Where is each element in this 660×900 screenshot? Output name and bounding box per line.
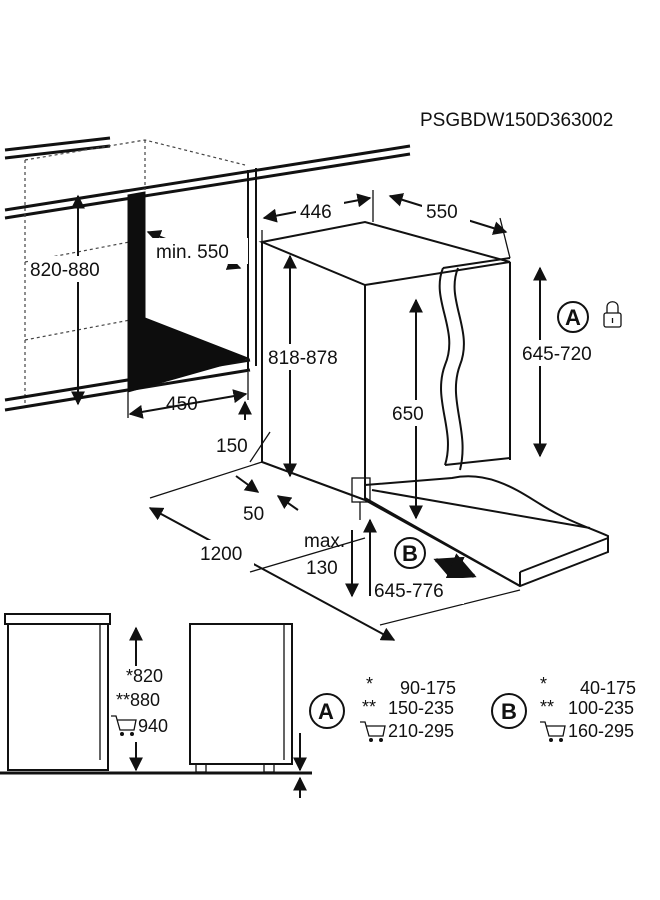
model-code: PSGBDW150D363002 <box>420 110 613 131</box>
table-b-value-3: 160-295 <box>568 721 634 741</box>
marker-a-icon <box>557 301 589 333</box>
dim-50-arrow <box>235 475 260 493</box>
side-height-3: 940 <box>138 716 168 736</box>
inner-height-label: 650 <box>392 404 424 425</box>
table-b-marker: B <box>501 699 517 724</box>
marker-a-label: A <box>565 305 581 330</box>
table-a-mark-2: ** <box>362 697 376 717</box>
table-a-icon <box>309 693 345 729</box>
floor-depth-arrow <box>148 507 396 641</box>
table-a-value-1: 90-175 <box>400 678 456 698</box>
door-open-label: 645-776 <box>374 581 444 602</box>
side-height-1: *820 <box>126 666 163 686</box>
dim-50-label: 50 <box>243 504 264 525</box>
min-depth-label: min. 550 <box>156 242 229 263</box>
marker-b-label: B <box>402 541 418 566</box>
table-b-mark-2: ** <box>540 697 554 717</box>
table-a-marker: A <box>318 699 334 724</box>
max-label: max. <box>304 531 345 552</box>
appliance-depth-label: 550 <box>426 202 458 223</box>
table-a-value-3: 210-295 <box>388 721 454 741</box>
dim-150-label: 150 <box>216 436 248 457</box>
side-height-2: **880 <box>116 690 160 710</box>
table-b-value-2: 100-235 <box>568 698 634 718</box>
appliance-height-label: 818-878 <box>268 348 338 369</box>
table-b-icon <box>491 693 527 729</box>
appliance-width-label: 446 <box>300 202 332 223</box>
door-height-label: 645-720 <box>522 344 592 365</box>
cart-icon <box>360 721 386 742</box>
cart-icon <box>540 721 566 742</box>
marker-b-icon <box>394 537 426 569</box>
max-value: 130 <box>306 558 338 579</box>
table-b-mark-1: * <box>540 674 547 694</box>
double-arrow-icon <box>433 553 477 583</box>
side-view-left <box>4 613 111 771</box>
floor-depth-label: 1200 <box>200 544 242 565</box>
cart-icon <box>111 715 137 736</box>
side-view-right <box>0 623 312 775</box>
table-a-value-2: 150-235 <box>388 698 454 718</box>
niche-width-label: 450 <box>166 394 198 415</box>
niche-height-label: 820-880 <box>30 260 100 281</box>
lock-icon <box>603 301 622 328</box>
table-a-mark-1: * <box>366 674 373 694</box>
niche-width-arrow <box>128 389 248 419</box>
table-b-value-1: 40-175 <box>580 678 636 698</box>
